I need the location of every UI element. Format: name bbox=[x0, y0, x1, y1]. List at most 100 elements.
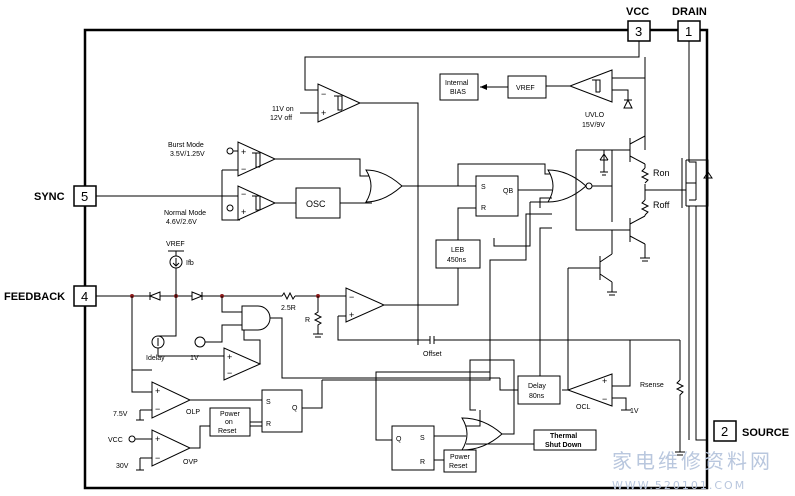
vref-label: VREF bbox=[516, 85, 535, 92]
leb-label: LEB bbox=[451, 247, 465, 254]
label-30v: 30V bbox=[116, 463, 129, 470]
svg-text:−: − bbox=[602, 394, 607, 404]
watermark-chinese: 家电维修资料网 bbox=[612, 449, 773, 473]
ron-label: Ron bbox=[653, 168, 670, 178]
thermal-sr-latch: Q S R bbox=[391, 425, 435, 471]
pin-feedback: FEEDBACK 4 bbox=[4, 285, 97, 307]
label-7-5v: 7.5V bbox=[113, 411, 128, 418]
or-gate-mode bbox=[365, 169, 403, 203]
v1-source-icon bbox=[194, 336, 206, 348]
internal-bias-block: Internal BIAS bbox=[439, 73, 479, 101]
thermal-shutdown-block: Thermal Shut Down bbox=[533, 429, 597, 451]
pin-source-number: 2 bbox=[721, 424, 728, 439]
leb-time: 450ns bbox=[447, 257, 467, 264]
svg-text:+: + bbox=[349, 310, 354, 320]
fb-diode-2-icon bbox=[191, 291, 204, 301]
and-gate bbox=[241, 305, 271, 331]
osc-label: OSC bbox=[306, 199, 326, 209]
watermark-url: WWW.520101.COM bbox=[612, 479, 746, 492]
thermal-label-1: Thermal bbox=[550, 433, 577, 440]
burst-mode-comparator: + − Burst Mode 3.5V/1.25V bbox=[168, 141, 277, 177]
svg-text:−: − bbox=[349, 292, 354, 302]
label-12v-off: 12V off bbox=[270, 115, 292, 122]
label-1v: 1V bbox=[190, 355, 199, 362]
power-reset-label-1: Power bbox=[450, 454, 471, 461]
svg-text:R: R bbox=[266, 421, 271, 428]
pin-sync: SYNC 5 bbox=[34, 185, 97, 207]
pin-source: 2 SOURCE bbox=[713, 420, 789, 442]
roff-label: Roff bbox=[653, 200, 670, 210]
olp-comparator: + − OLP bbox=[151, 381, 200, 419]
svg-text:+: + bbox=[321, 108, 326, 118]
driver-zener-icon bbox=[599, 153, 609, 161]
power-reset-label-2: Reset bbox=[449, 463, 467, 470]
leb-block: LEB 450ns bbox=[435, 239, 481, 269]
resistor-2-5r-icon bbox=[281, 291, 296, 301]
roff-resistor-icon bbox=[640, 199, 650, 216]
label-r: R bbox=[305, 317, 310, 324]
ovp-comparator: + − OVP bbox=[151, 429, 198, 467]
osc-block: OSC bbox=[295, 187, 341, 219]
svg-text:−: − bbox=[241, 164, 246, 174]
svg-text:R: R bbox=[420, 459, 425, 466]
uvlo-label-1: UVLO bbox=[585, 112, 605, 119]
svg-text:R: R bbox=[481, 205, 486, 212]
power-mosfet bbox=[681, 158, 713, 208]
pin-sync-label: SYNC bbox=[34, 191, 65, 203]
por-label-2: on bbox=[225, 419, 233, 426]
pin-vcc-number: 3 bbox=[635, 24, 642, 39]
label-offset: Offset bbox=[423, 351, 442, 358]
power-reset-block: Power Reset bbox=[443, 449, 477, 473]
label-11v-on: 11V on bbox=[272, 106, 294, 113]
delay-comparator: + − bbox=[223, 347, 262, 381]
label-2-5r: 2.5R bbox=[281, 305, 296, 312]
svg-text:−: − bbox=[241, 189, 246, 199]
protection-sr-latch: S R Q bbox=[261, 389, 303, 433]
pin-source-label: SOURCE bbox=[742, 427, 789, 439]
arrow-to-bias-icon bbox=[480, 84, 487, 90]
burst-mode-label: Burst Mode bbox=[168, 142, 204, 149]
svg-text:−: − bbox=[321, 89, 326, 99]
pin-feedback-number: 4 bbox=[81, 289, 88, 304]
svg-text:Q: Q bbox=[396, 436, 402, 443]
svg-text:−: − bbox=[155, 404, 160, 414]
svg-text:S: S bbox=[266, 399, 271, 406]
ovp-label: OVP bbox=[183, 459, 198, 466]
pin-feedback-label: FEEDBACK bbox=[4, 291, 65, 303]
fb-diode-1-icon bbox=[148, 291, 161, 301]
svg-text:S: S bbox=[420, 435, 425, 442]
svg-text:+: + bbox=[155, 434, 160, 444]
uvlo-zener-icon bbox=[623, 98, 633, 109]
power-on-reset-block: Power on Reset bbox=[209, 407, 251, 437]
delay-label: Delay bbox=[528, 383, 546, 390]
ron-resistor-icon bbox=[640, 167, 650, 184]
por-label-1: Power bbox=[220, 411, 241, 418]
pin-drain: DRAIN 1 bbox=[672, 6, 707, 42]
internal-bias-label-1: Internal bbox=[445, 80, 469, 87]
burst-mode-thresholds: 3.5V/1.25V bbox=[170, 151, 205, 158]
uvlo-comparator: UVLO 15V/9V bbox=[568, 69, 613, 129]
svg-text:QB: QB bbox=[503, 188, 513, 195]
pin-drain-number: 1 bbox=[685, 24, 692, 39]
por-label-3: Reset bbox=[218, 428, 236, 435]
label-ifb: Ifb bbox=[186, 260, 194, 267]
rsense-resistor-icon bbox=[675, 379, 685, 440]
internal-bias-label-2: BIAS bbox=[450, 89, 466, 96]
resistor-r-icon bbox=[313, 296, 323, 338]
wire-vcc-top bbox=[304, 41, 640, 91]
svg-text:S: S bbox=[481, 184, 486, 191]
delay-time: 80ns bbox=[529, 393, 545, 400]
feedback-comparator: − + bbox=[345, 287, 386, 323]
normal-mode-label: Normal Mode bbox=[164, 210, 206, 217]
svg-text:+: + bbox=[241, 207, 246, 217]
thermal-label-2: Shut Down bbox=[545, 442, 582, 449]
svg-text:−: − bbox=[155, 453, 160, 463]
olp-label: OLP bbox=[186, 409, 200, 416]
svg-text:+: + bbox=[602, 376, 607, 386]
svg-text:Q: Q bbox=[292, 405, 298, 412]
normal-mode-comparator: − + Normal Mode 4.6V/2.6V bbox=[164, 185, 277, 226]
ocl-1v-label: 1V bbox=[630, 408, 639, 415]
vcc-comparator-11v: − + 11V on 12V off bbox=[270, 83, 362, 123]
svg-text:−: − bbox=[227, 368, 232, 378]
